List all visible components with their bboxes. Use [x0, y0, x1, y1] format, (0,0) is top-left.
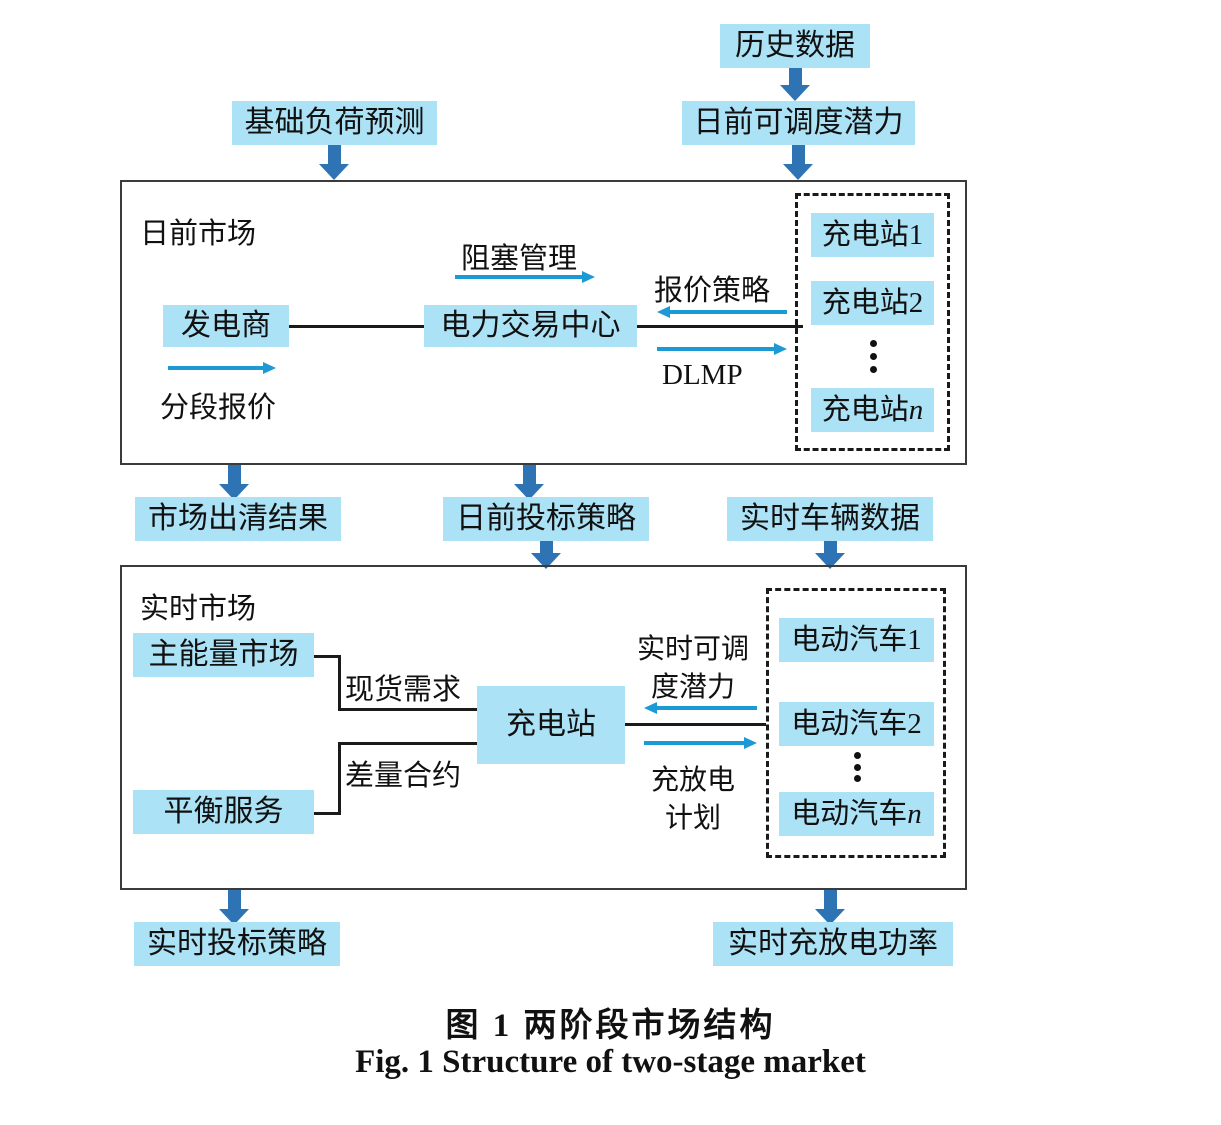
chip-power-trading-center-label: 电力交易中心 — [440, 309, 621, 342]
charging-stations-ellipsis-icon — [869, 340, 877, 373]
figure-caption-cn: 图 1 两阶段市场结构 — [445, 1008, 776, 1044]
chip-electric-vehicle-n-suffix: n — [907, 797, 922, 830]
chip-base-load-forecast-label: 基础负荷预测 — [244, 106, 425, 139]
label-dlmp: DLMP — [662, 359, 743, 391]
label-charge-discharge-line1: 充放电 — [651, 765, 736, 796]
chip-balancing-service-label: 平衡服务 — [163, 795, 284, 828]
electric-vehicles-ellipsis-icon — [853, 752, 861, 782]
chip-charging-station-n-prefix: 充电站 — [821, 393, 909, 426]
connector-main-energy-to-station — [338, 708, 477, 711]
chip-generator: 发电商 — [163, 305, 289, 347]
chip-charging-station-1-label: 充电站1 — [821, 218, 924, 251]
arrow-dam-to-bidding-strategy-icon — [514, 465, 544, 501]
arrow-potential-to-dam-icon — [783, 145, 813, 181]
connector-balancing-to-station — [338, 742, 477, 745]
figure-caption-en: Fig. 1 Structure of two-stage market — [355, 1044, 866, 1080]
chip-charging-station-rt: 充电站 — [477, 686, 625, 764]
chip-day-ahead-dispatch-potential-label: 日前可调度潜力 — [693, 106, 904, 139]
chip-realtime-bidding-strategy-label: 实时投标策略 — [147, 927, 327, 960]
day-ahead-market-title: 日前市场 — [140, 218, 257, 250]
chip-main-energy-market-label: 主能量市场 — [148, 638, 299, 671]
chip-charging-station-2-label: 充电站2 — [821, 286, 924, 319]
chip-day-ahead-bidding-strategy-label: 日前投标策略 — [456, 502, 636, 535]
chip-electric-vehicle-1-label: 电动汽车1 — [791, 623, 922, 656]
chip-power-trading-center: 电力交易中心 — [424, 305, 637, 347]
connector-balancing-out — [314, 812, 341, 815]
connector-main-energy-out — [314, 655, 341, 658]
chip-realtime-charge-discharge-power-label: 实时充放电功率 — [728, 927, 938, 960]
chip-base-load-forecast: 基础负荷预测 — [232, 101, 437, 145]
arrow-charge-discharge-icon — [644, 737, 757, 749]
arrow-realtime-potential-icon — [644, 702, 757, 714]
chip-electric-vehicle-1: 电动汽车1 — [779, 618, 934, 662]
chip-market-clearing-result-label: 市场出清结果 — [148, 502, 328, 535]
label-bid-strategy: 报价策略 — [654, 275, 771, 307]
charging-stations-group — [795, 193, 950, 451]
arrow-historical-to-potential-icon — [780, 68, 810, 101]
connector-station-to-evs — [625, 723, 766, 726]
chip-main-energy-market: 主能量市场 — [133, 633, 314, 677]
label-realtime-potential-line1: 实时可调 — [637, 634, 750, 665]
chip-balancing-service: 平衡服务 — [133, 790, 314, 834]
arrow-dam-to-clearing-result-icon — [219, 465, 249, 501]
arrow-rtm-to-bidding-strategy-icon — [219, 890, 249, 926]
chip-electric-vehicle-2: 电动汽车2 — [779, 702, 934, 746]
connector-generator-to-center — [289, 325, 424, 328]
chip-electric-vehicle-2-label: 电动汽车2 — [791, 707, 922, 740]
arrow-dlmp-icon — [657, 343, 787, 355]
arrow-bid-strategy-icon — [657, 306, 787, 318]
chip-charging-station-1: 充电站1 — [811, 213, 934, 257]
chip-generator-label: 发电商 — [181, 309, 271, 342]
chip-realtime-charge-discharge-power: 实时充放电功率 — [713, 922, 953, 966]
chip-market-clearing-result: 市场出清结果 — [135, 497, 341, 541]
chip-realtime-vehicle-data-label: 实时车辆数据 — [740, 502, 920, 535]
label-difference-contract: 差量合约 — [345, 760, 462, 792]
chip-historical-data: 历史数据 — [720, 24, 870, 68]
connector-main-energy-drop — [338, 655, 341, 710]
connector-center-to-stations — [637, 325, 803, 328]
day-ahead-market-panel — [120, 180, 967, 465]
connector-balancing-rise — [338, 742, 341, 814]
arrow-baseload-to-dam-icon — [319, 145, 349, 181]
arrow-rtm-to-power-icon — [815, 890, 845, 926]
label-congestion-management: 阻塞管理 — [461, 243, 578, 275]
chip-realtime-vehicle-data: 实时车辆数据 — [727, 497, 933, 541]
chip-realtime-bidding-strategy: 实时投标策略 — [134, 922, 340, 966]
realtime-market-title: 实时市场 — [140, 593, 257, 625]
chip-charging-station-rt-label: 充电站 — [506, 708, 596, 741]
label-segmented-bid: 分段报价 — [160, 392, 277, 424]
realtime-market-panel — [120, 565, 967, 890]
chip-historical-data-label: 历史数据 — [735, 29, 855, 62]
chip-charging-station-n-suffix: n — [908, 393, 924, 426]
chip-day-ahead-bidding-strategy: 日前投标策略 — [443, 497, 649, 541]
label-charge-discharge-line2: 计划 — [665, 803, 722, 834]
label-spot-demand: 现货需求 — [345, 674, 462, 706]
electric-vehicles-group — [766, 588, 946, 858]
chip-charging-station-2: 充电站2 — [811, 281, 934, 325]
label-realtime-potential-line2: 度潜力 — [651, 672, 736, 703]
chip-day-ahead-dispatch-potential: 日前可调度潜力 — [682, 101, 915, 145]
chip-electric-vehicle-n-prefix: 电动汽车 — [791, 797, 908, 830]
arrow-segmented-bid-icon — [168, 362, 276, 374]
arrow-congestion-management-icon — [455, 271, 595, 283]
